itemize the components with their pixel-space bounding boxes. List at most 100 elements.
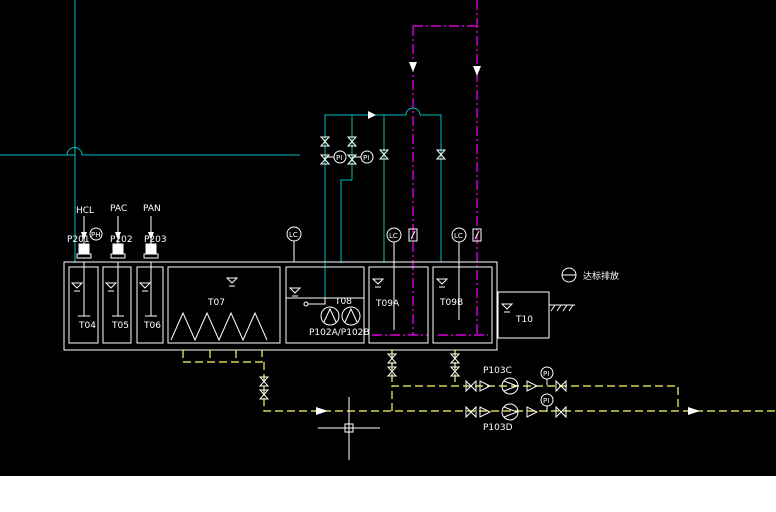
check-valve-icon bbox=[479, 380, 492, 392]
dosing-pump-icon bbox=[112, 243, 124, 255]
sludge-lines bbox=[182, 350, 776, 412]
gate-valve-icon bbox=[449, 353, 461, 364]
dosing-pumps bbox=[76, 243, 159, 259]
level-marker bbox=[288, 287, 302, 297]
arrow-down-icon bbox=[148, 232, 154, 240]
flow-arrows bbox=[316, 407, 700, 415]
labels: HCL PAC PAN P201 P202 P203 PH LC LC LC P… bbox=[67, 154, 619, 433]
pump-label-p103d: P103D bbox=[483, 423, 513, 433]
tank-label-t05: T05 bbox=[111, 321, 129, 331]
pump-icon bbox=[320, 306, 340, 326]
pump-base bbox=[110, 253, 126, 259]
process-diagram: HCL PAC PAN P201 P202 P203 PH LC LC LC P… bbox=[0, 0, 776, 460]
pump-icon bbox=[501, 403, 519, 421]
pump-base bbox=[76, 253, 92, 259]
check-node bbox=[303, 301, 309, 307]
level-marker bbox=[371, 278, 385, 288]
sludge-header bbox=[182, 350, 263, 363]
top-header-pipe bbox=[324, 114, 406, 248]
tank-label-t04: T04 bbox=[78, 321, 96, 331]
level-marker bbox=[500, 303, 514, 313]
pump-label-p202: P202 bbox=[110, 235, 133, 245]
pump-suction bbox=[308, 298, 326, 305]
pi-label: PI bbox=[363, 154, 369, 162]
arrow-down-icon bbox=[81, 232, 87, 240]
arrow-right-icon bbox=[368, 111, 376, 119]
ground-hatch bbox=[550, 304, 574, 312]
tank-label-t06: T06 bbox=[143, 321, 161, 331]
tank-t08-inner bbox=[285, 266, 365, 344]
gate-valve-icon bbox=[555, 379, 567, 393]
tank-train bbox=[63, 261, 498, 351]
air-lines bbox=[372, 0, 488, 336]
tank-t09b-inner bbox=[432, 266, 493, 344]
solenoid-valve-icon bbox=[472, 228, 482, 242]
gate-valve-icon bbox=[258, 376, 270, 387]
chem-label-pac: PAC bbox=[110, 204, 127, 214]
water-level-markers bbox=[70, 277, 514, 313]
tank-t09a-inner bbox=[368, 266, 429, 344]
cad-canvas: HCL PAC PAN P201 P202 P203 PH LC LC LC P… bbox=[0, 0, 776, 476]
pump-impeller bbox=[323, 307, 337, 323]
chem-label-hcl: HCL bbox=[76, 206, 94, 216]
check-valve-icon bbox=[526, 380, 539, 392]
ph-label: PH bbox=[91, 231, 101, 239]
gate-valve-icon bbox=[555, 405, 567, 419]
discharge-label: 达标排放 bbox=[583, 270, 619, 282]
pi-label: PI bbox=[543, 397, 549, 405]
diagram-marks bbox=[410, 230, 480, 240]
lc-label: LC bbox=[454, 232, 463, 240]
pi-label: PI bbox=[336, 154, 342, 162]
t07-lamella-plates bbox=[170, 311, 268, 342]
feed-arrows bbox=[81, 232, 154, 240]
pi-label: PI bbox=[543, 370, 549, 378]
water-lines bbox=[0, 0, 442, 298]
branch-2 bbox=[340, 179, 352, 263]
dosing-pump-icon bbox=[145, 243, 157, 255]
instrument-bubbles bbox=[89, 150, 577, 407]
branch-valves bbox=[319, 136, 548, 412]
gate-valve-icon bbox=[378, 149, 390, 160]
check-valve-icon bbox=[526, 406, 539, 418]
arrow-down-icon bbox=[115, 232, 121, 240]
pump-impeller bbox=[503, 380, 519, 392]
arrow-down-icon bbox=[473, 66, 481, 76]
ph-analyzer-icon bbox=[89, 227, 103, 241]
outlet-equipment bbox=[258, 353, 567, 421]
crossover-hop bbox=[66, 147, 83, 156]
sv-mark bbox=[474, 230, 480, 240]
tank-t10 bbox=[497, 291, 550, 339]
top-header-right bbox=[420, 114, 442, 262]
mixers bbox=[78, 262, 157, 317]
tank-label-t09a: T09A bbox=[375, 299, 400, 309]
tank-outline bbox=[63, 261, 575, 351]
tank-label-t09b: T09B bbox=[439, 298, 463, 308]
tank-label-t07: T07 bbox=[207, 298, 225, 308]
level-marker bbox=[435, 278, 449, 288]
tank-label-t08: T08 bbox=[334, 297, 352, 307]
arrow-right-icon bbox=[316, 407, 328, 415]
lc-label: LC bbox=[389, 232, 398, 240]
tank-label-t10: T10 bbox=[515, 315, 533, 325]
tank-t07-inner bbox=[167, 266, 281, 344]
t08-pumps bbox=[303, 298, 361, 326]
gate-valve-icon bbox=[435, 149, 447, 160]
arrow-down-icon bbox=[409, 62, 417, 72]
pump-label-p203: P203 bbox=[144, 235, 167, 245]
gate-valve-icon bbox=[449, 366, 461, 377]
tank-t06-inner bbox=[136, 266, 164, 344]
gate-valve-icon bbox=[319, 136, 331, 147]
gate-valve-icon bbox=[386, 353, 398, 364]
sludge-down bbox=[263, 362, 776, 412]
gate-valve-icon bbox=[346, 136, 358, 147]
outlet-loop bbox=[391, 385, 679, 411]
level-marker bbox=[104, 282, 118, 292]
tank-t05-inner bbox=[102, 266, 132, 344]
lc-label: LC bbox=[289, 231, 298, 239]
chem-label-pan: PAN bbox=[143, 204, 161, 214]
cad-cursor[interactable] bbox=[318, 397, 380, 460]
level-marker bbox=[70, 282, 84, 292]
check-valve-icon bbox=[479, 406, 492, 418]
gate-valve-icon bbox=[465, 405, 477, 419]
